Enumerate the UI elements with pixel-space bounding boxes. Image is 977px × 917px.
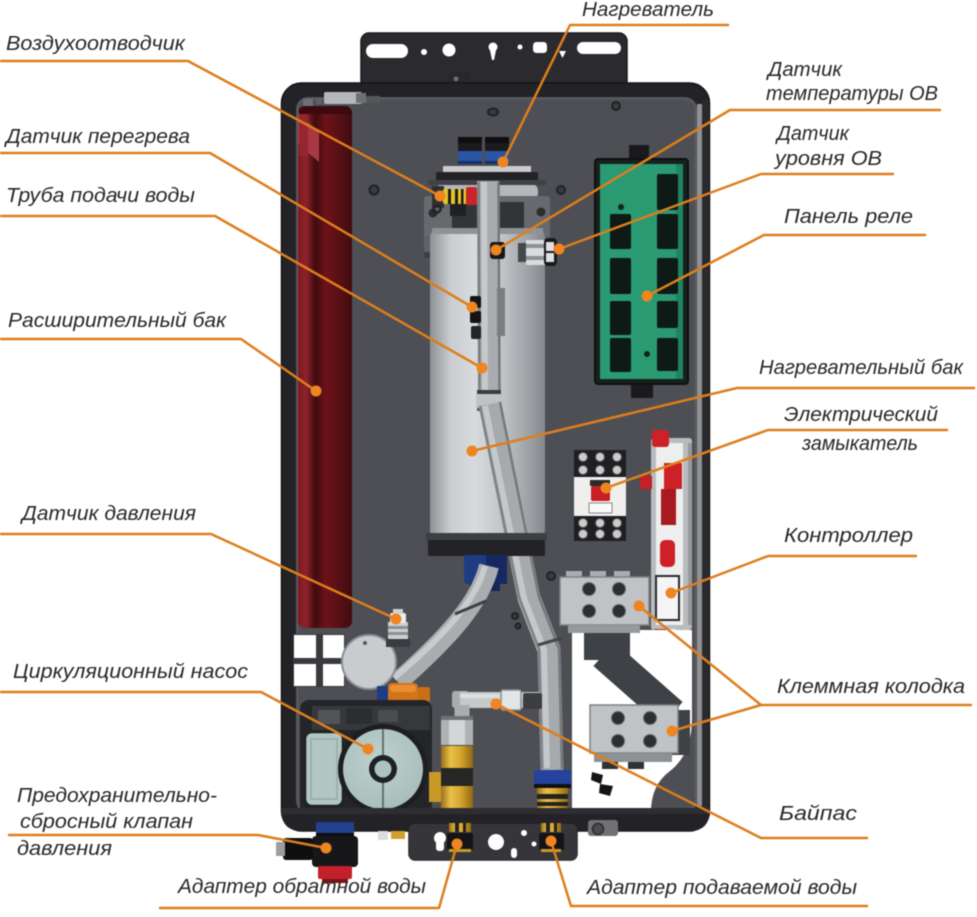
svg-text:Датчик: Датчик — [775, 123, 851, 145]
svg-text:Байпас: Байпас — [779, 803, 857, 825]
svg-text:Адаптер подаваемой воды: Адаптер подаваемой воды — [586, 877, 857, 899]
svg-text:Датчик: Датчик — [766, 59, 844, 81]
svg-text:Расширительный бак: Расширительный бак — [8, 310, 228, 332]
svg-text:Датчик перегрева: Датчик перегрева — [4, 126, 190, 148]
svg-text:уровня ОВ: уровня ОВ — [773, 148, 882, 170]
svg-text:температуры ОВ: температуры ОВ — [766, 83, 938, 105]
svg-text:Нагревательный бак: Нагревательный бак — [759, 357, 965, 379]
svg-text:Адаптер обратной воды: Адаптер обратной воды — [177, 876, 426, 898]
svg-text:Нагреватель: Нагреватель — [582, 0, 714, 21]
svg-text:замыкатель: замыкатель — [801, 433, 918, 455]
svg-text:Циркуляционный насос: Циркуляционный насос — [13, 661, 248, 683]
svg-text:Предохранительно-: Предохранительно- — [17, 785, 217, 807]
svg-text:Труба подачи воды: Труба подачи воды — [6, 185, 195, 207]
svg-text:Датчик давления: Датчик давления — [20, 503, 196, 525]
svg-text:давления: давления — [17, 838, 112, 860]
svg-text:Панель реле: Панель реле — [784, 206, 913, 228]
svg-text:Контроллер: Контроллер — [784, 525, 913, 547]
svg-text:Воздухоотводчик: Воздухоотводчик — [6, 33, 187, 55]
svg-text:Электрический: Электрический — [784, 404, 938, 426]
svg-text:сбросный клапан: сбросный клапан — [20, 811, 193, 833]
svg-text:Клеммная колодка: Клеммная колодка — [777, 676, 965, 698]
